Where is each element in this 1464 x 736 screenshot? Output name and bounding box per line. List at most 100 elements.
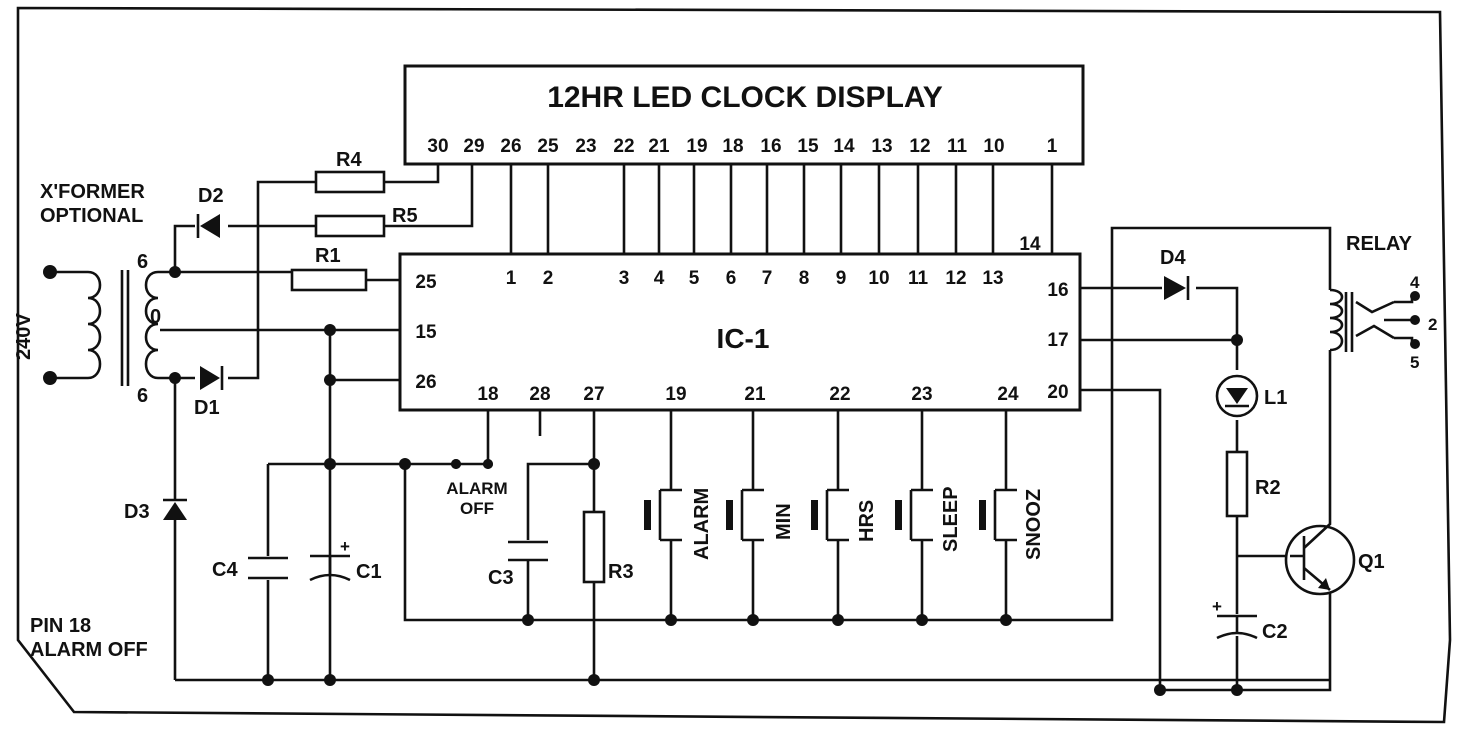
svg-text:+: + [1212, 597, 1222, 616]
ic-left-pin-labels: 25 15 26 [415, 272, 437, 393]
svg-text:ALARM: ALARM [446, 479, 507, 498]
svg-text:RELAY: RELAY [1346, 233, 1413, 255]
display-pin-label: 22 [613, 136, 634, 157]
transistor-q1: Q1 [1284, 520, 1385, 596]
svg-text:R2: R2 [1255, 477, 1281, 499]
svg-text:C1: C1 [356, 561, 382, 583]
svg-text:C3: C3 [488, 567, 514, 589]
display-pin-label: 1 [1047, 136, 1058, 157]
ic-top-pin-label: 2 [543, 268, 554, 289]
ic-left-pin-label: 26 [415, 372, 436, 393]
ic-left-pin-label: 15 [415, 322, 437, 343]
svg-text:OPTIONAL: OPTIONAL [40, 205, 143, 227]
display-pin-label: 13 [871, 136, 892, 157]
note-pin-18: PIN 18 ALARM OFF [30, 615, 148, 661]
svg-text:PIN 18: PIN 18 [30, 615, 91, 637]
svg-text:C4: C4 [212, 559, 238, 581]
display-pin-label: 16 [760, 136, 781, 157]
svg-text:R4: R4 [336, 149, 362, 171]
ic-top-pin-label: 11 [908, 268, 929, 289]
diode-d4: D4 [1160, 247, 1190, 300]
resistor-r2: R2 [1225, 450, 1281, 518]
wiring [158, 164, 1332, 692]
capacitor-c1: + C1 [309, 537, 382, 583]
display-pin-label: 10 [983, 136, 1004, 157]
display-pin-label: 23 [575, 136, 596, 157]
ic-top-pin-label: 10 [868, 268, 889, 289]
ic-bottom-pin-label: 23 [911, 384, 932, 405]
capacitor-c4: C4 [212, 556, 288, 581]
ic-top-pin-label: 5 [689, 268, 700, 289]
svg-text:OFF: OFF [460, 499, 494, 518]
svg-text:0: 0 [150, 306, 161, 328]
ic-bottom-pin-label: 28 [529, 384, 550, 405]
display-pin-label: 19 [686, 136, 707, 157]
display-pin-label: 25 [537, 136, 559, 157]
svg-text:SLEEP: SLEEP [940, 486, 962, 552]
display-pin-label: 15 [797, 136, 819, 157]
switch-alarm-off: ALARM OFF [446, 459, 508, 518]
ic-bottom-pin-label: 19 [665, 384, 686, 405]
pushbutton-alarm: ALARM [644, 488, 713, 560]
display-pin-label: 14 [833, 136, 855, 157]
svg-text:Q1: Q1 [1358, 551, 1385, 573]
resistor-r5: R5 [314, 205, 418, 238]
svg-text:MIN: MIN [773, 503, 795, 540]
display-pin-label: 29 [463, 136, 484, 157]
diode-d2: D2 [196, 185, 224, 238]
ic-top-pin-label: 9 [836, 268, 847, 289]
svg-text:D3: D3 [124, 501, 150, 523]
ic-top-pin-label: 3 [619, 268, 630, 289]
pushbutton-sleep: SLEEP [895, 486, 962, 552]
svg-text:C2: C2 [1262, 621, 1288, 643]
diode-d1: D1 [194, 366, 224, 419]
svg-text:4: 4 [1410, 273, 1420, 292]
display-pin-label: 21 [648, 136, 670, 157]
svg-text:R5: R5 [392, 205, 418, 227]
relay: RELAY 4 2 5 [1329, 233, 1437, 372]
svg-text:6: 6 [137, 251, 148, 273]
ic-right-pin-label: 16 [1047, 280, 1068, 301]
resistor-r1: R1 [290, 245, 368, 292]
ic-top-pin-label: 13 [982, 268, 1003, 289]
ic-bottom-pin-label: 22 [829, 384, 850, 405]
svg-text:R3: R3 [608, 561, 634, 583]
capacitor-c3: C3 [488, 540, 548, 589]
ic-top-pin-label: 6 [726, 268, 737, 289]
svg-text:5: 5 [1410, 353, 1419, 372]
ic-bottom-pin-label: 18 [477, 384, 498, 405]
svg-text:240V: 240V [13, 313, 35, 360]
sheet-border [16, 6, 1452, 724]
svg-text:L1: L1 [1264, 387, 1287, 409]
ic-left-pin-label: 25 [415, 272, 437, 293]
capacitor-c2: + C2 [1212, 597, 1288, 643]
resistor-r4: R4 [314, 149, 386, 194]
svg-text:SNOOZ: SNOOZ [1023, 489, 1045, 560]
display-ic-bus [509, 164, 1054, 254]
display-pin-label: 26 [500, 136, 521, 157]
ic-top-pin-label: 8 [799, 268, 810, 289]
svg-text:R1: R1 [315, 245, 341, 267]
display-pin-label: 11 [947, 136, 968, 157]
display-pin-label: 18 [722, 136, 743, 157]
svg-text:+: + [340, 537, 350, 556]
svg-text:ALARM: ALARM [691, 488, 713, 560]
display-title: 12HR LED CLOCK DISPLAY [547, 81, 943, 114]
ic-top-pin-label: 7 [762, 268, 773, 289]
ic-pin-14: 14 [1019, 234, 1041, 255]
pushbutton-min: MIN [726, 488, 795, 542]
svg-text:6: 6 [137, 385, 148, 407]
svg-text:D4: D4 [1160, 247, 1186, 269]
svg-text:X'FORMER: X'FORMER [40, 181, 145, 203]
ic-right-pin-label: 20 [1047, 382, 1068, 403]
display-pin-label: 12 [909, 136, 930, 157]
ic-bottom-pin-label: 27 [583, 384, 604, 405]
svg-text:HRS: HRS [856, 500, 878, 542]
